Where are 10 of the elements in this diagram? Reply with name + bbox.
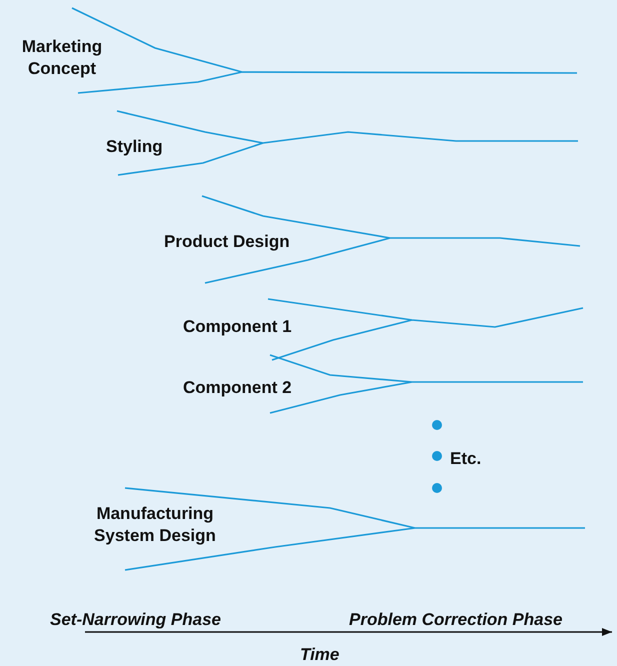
stage-label: Manufacturing System Design [93,503,217,547]
axis-label: Time [300,644,340,666]
stage-label: Styling [106,136,164,158]
stage-label: Component 1 [183,316,293,338]
phase-label: Problem Correction Phase [349,609,564,631]
stage-label: Component 2 [183,377,293,399]
phase-label: Set-Narrowing Phase [50,609,222,631]
stage-label: Marketing Concept [20,36,104,80]
etc-label: Etc. [450,448,482,470]
stage-label: Product Design [164,231,291,253]
